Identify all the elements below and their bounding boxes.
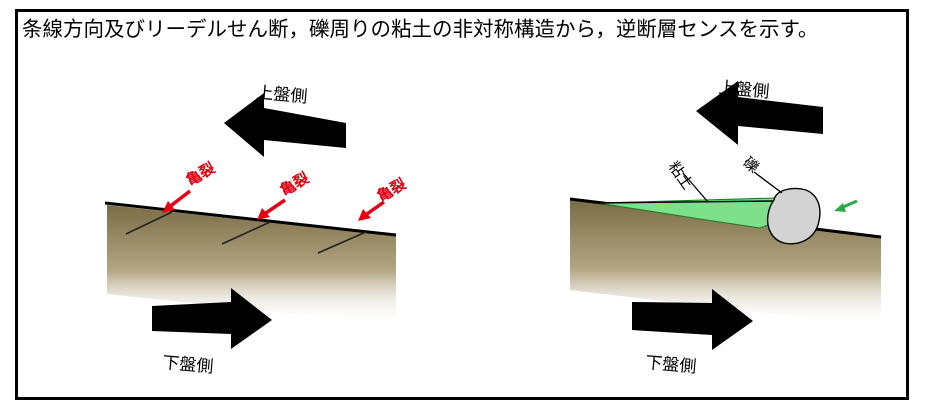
fracture-label-3: 亀裂 — [358, 175, 409, 221]
fault-plane — [104, 201, 397, 237]
red-arrow-icon — [362, 200, 386, 218]
clay-shear-line — [597, 200, 775, 204]
fracture-label: 亀裂 — [183, 159, 218, 190]
riedel-shear — [317, 231, 367, 254]
hanging-wall-label: 上盤側 — [718, 78, 771, 102]
fracture-label: 亀裂 — [277, 169, 312, 200]
red-arrow-icon — [166, 189, 192, 210]
riedel-shears — [125, 211, 367, 254]
left-panel: 亀裂 亀裂 亀裂 上盤側 下盤側 — [104, 83, 409, 377]
footwall-label: 下盤側 — [645, 353, 698, 377]
hanging-wall-arrow-icon — [224, 93, 346, 157]
footwall-arrow-icon — [632, 289, 753, 350]
red-arrow-icon — [262, 198, 286, 217]
figure-caption: 条線方向及びリーデルせん断，礫周りの粘土の非対称構造から，逆断層センスを示す。 — [22, 17, 819, 41]
pebble-leader-line — [753, 171, 783, 194]
fracture-label: 亀裂 — [374, 175, 409, 206]
footwall-label: 下盤側 — [162, 353, 215, 377]
red-arrow-head — [257, 208, 270, 220]
riedel-shear — [125, 211, 173, 235]
right-panel: 粘土 礫 上盤側 下盤側 — [569, 78, 882, 377]
clay-leader-line — [682, 172, 709, 203]
riedel-shear — [221, 221, 271, 245]
footwall-arrow-icon — [152, 288, 272, 349]
fracture-label-2: 亀裂 — [257, 169, 312, 220]
hanging-wall-label: 上盤側 — [256, 83, 309, 107]
green-pointer-arrow-head — [834, 203, 846, 212]
footwall-block — [107, 205, 396, 325]
fracture-label-1: 亀裂 — [162, 159, 218, 213]
red-arrow-head — [162, 201, 175, 213]
hanging-wall-arrow-icon — [696, 81, 823, 145]
clay-label: 粘土 — [665, 158, 697, 193]
pebble — [766, 187, 821, 245]
pebble-label: 礫 — [739, 153, 762, 176]
red-arrow-head — [358, 209, 371, 221]
